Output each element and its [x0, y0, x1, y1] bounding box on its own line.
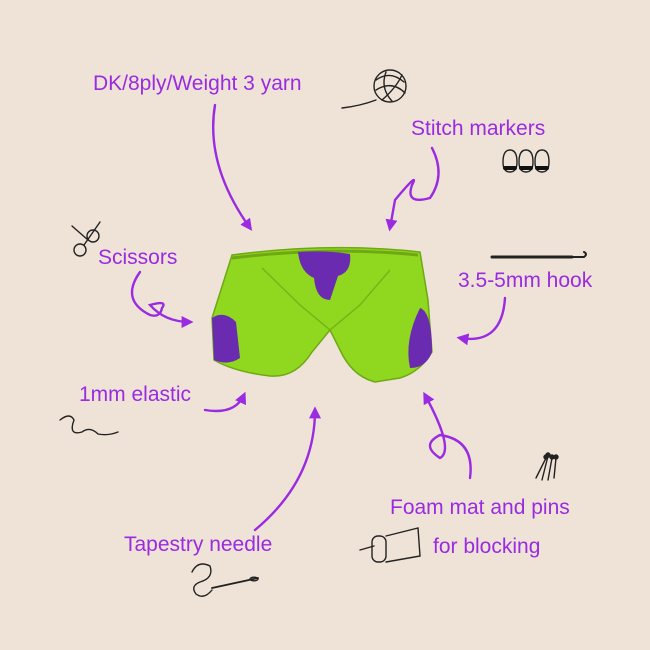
- crochet-shorts-image: [211, 246, 433, 383]
- foam-mat-label-line2: for blocking: [433, 535, 541, 558]
- pins-icon: [535, 452, 559, 481]
- arrow-stitch-markers: [385, 146, 440, 232]
- elastic-icon: [59, 415, 119, 436]
- scissors-icon: [71, 221, 101, 257]
- foam-mat-label-line1: Foam mat and pins: [390, 496, 570, 519]
- tapestry-needle-label: Tapestry needle: [124, 533, 273, 556]
- crochet-hook-icon: [490, 251, 587, 259]
- arrow-scissors: [130, 270, 194, 328]
- yarn-label: DK/8ply/Weight 3 yarn: [93, 72, 302, 95]
- arrow-needle: [253, 406, 321, 532]
- elastic-label: 1mm elastic: [79, 383, 192, 406]
- arrow-yarn: [211, 103, 253, 231]
- scissors-label: Scissors: [98, 246, 178, 269]
- arrows: [130, 103, 507, 532]
- arrow-foam: [423, 391, 472, 480]
- arrow-elastic: [203, 391, 247, 413]
- stitch-markers-icon: [502, 149, 550, 173]
- arrow-hook: [456, 296, 507, 346]
- tapestry-needle-icon: [191, 563, 259, 597]
- yarn-ball-icon: [341, 69, 407, 109]
- hook-label: 3.5-5mm hook: [458, 269, 593, 292]
- stitch-markers-label: Stitch markers: [411, 117, 546, 140]
- foam-mat-icon: [359, 527, 421, 563]
